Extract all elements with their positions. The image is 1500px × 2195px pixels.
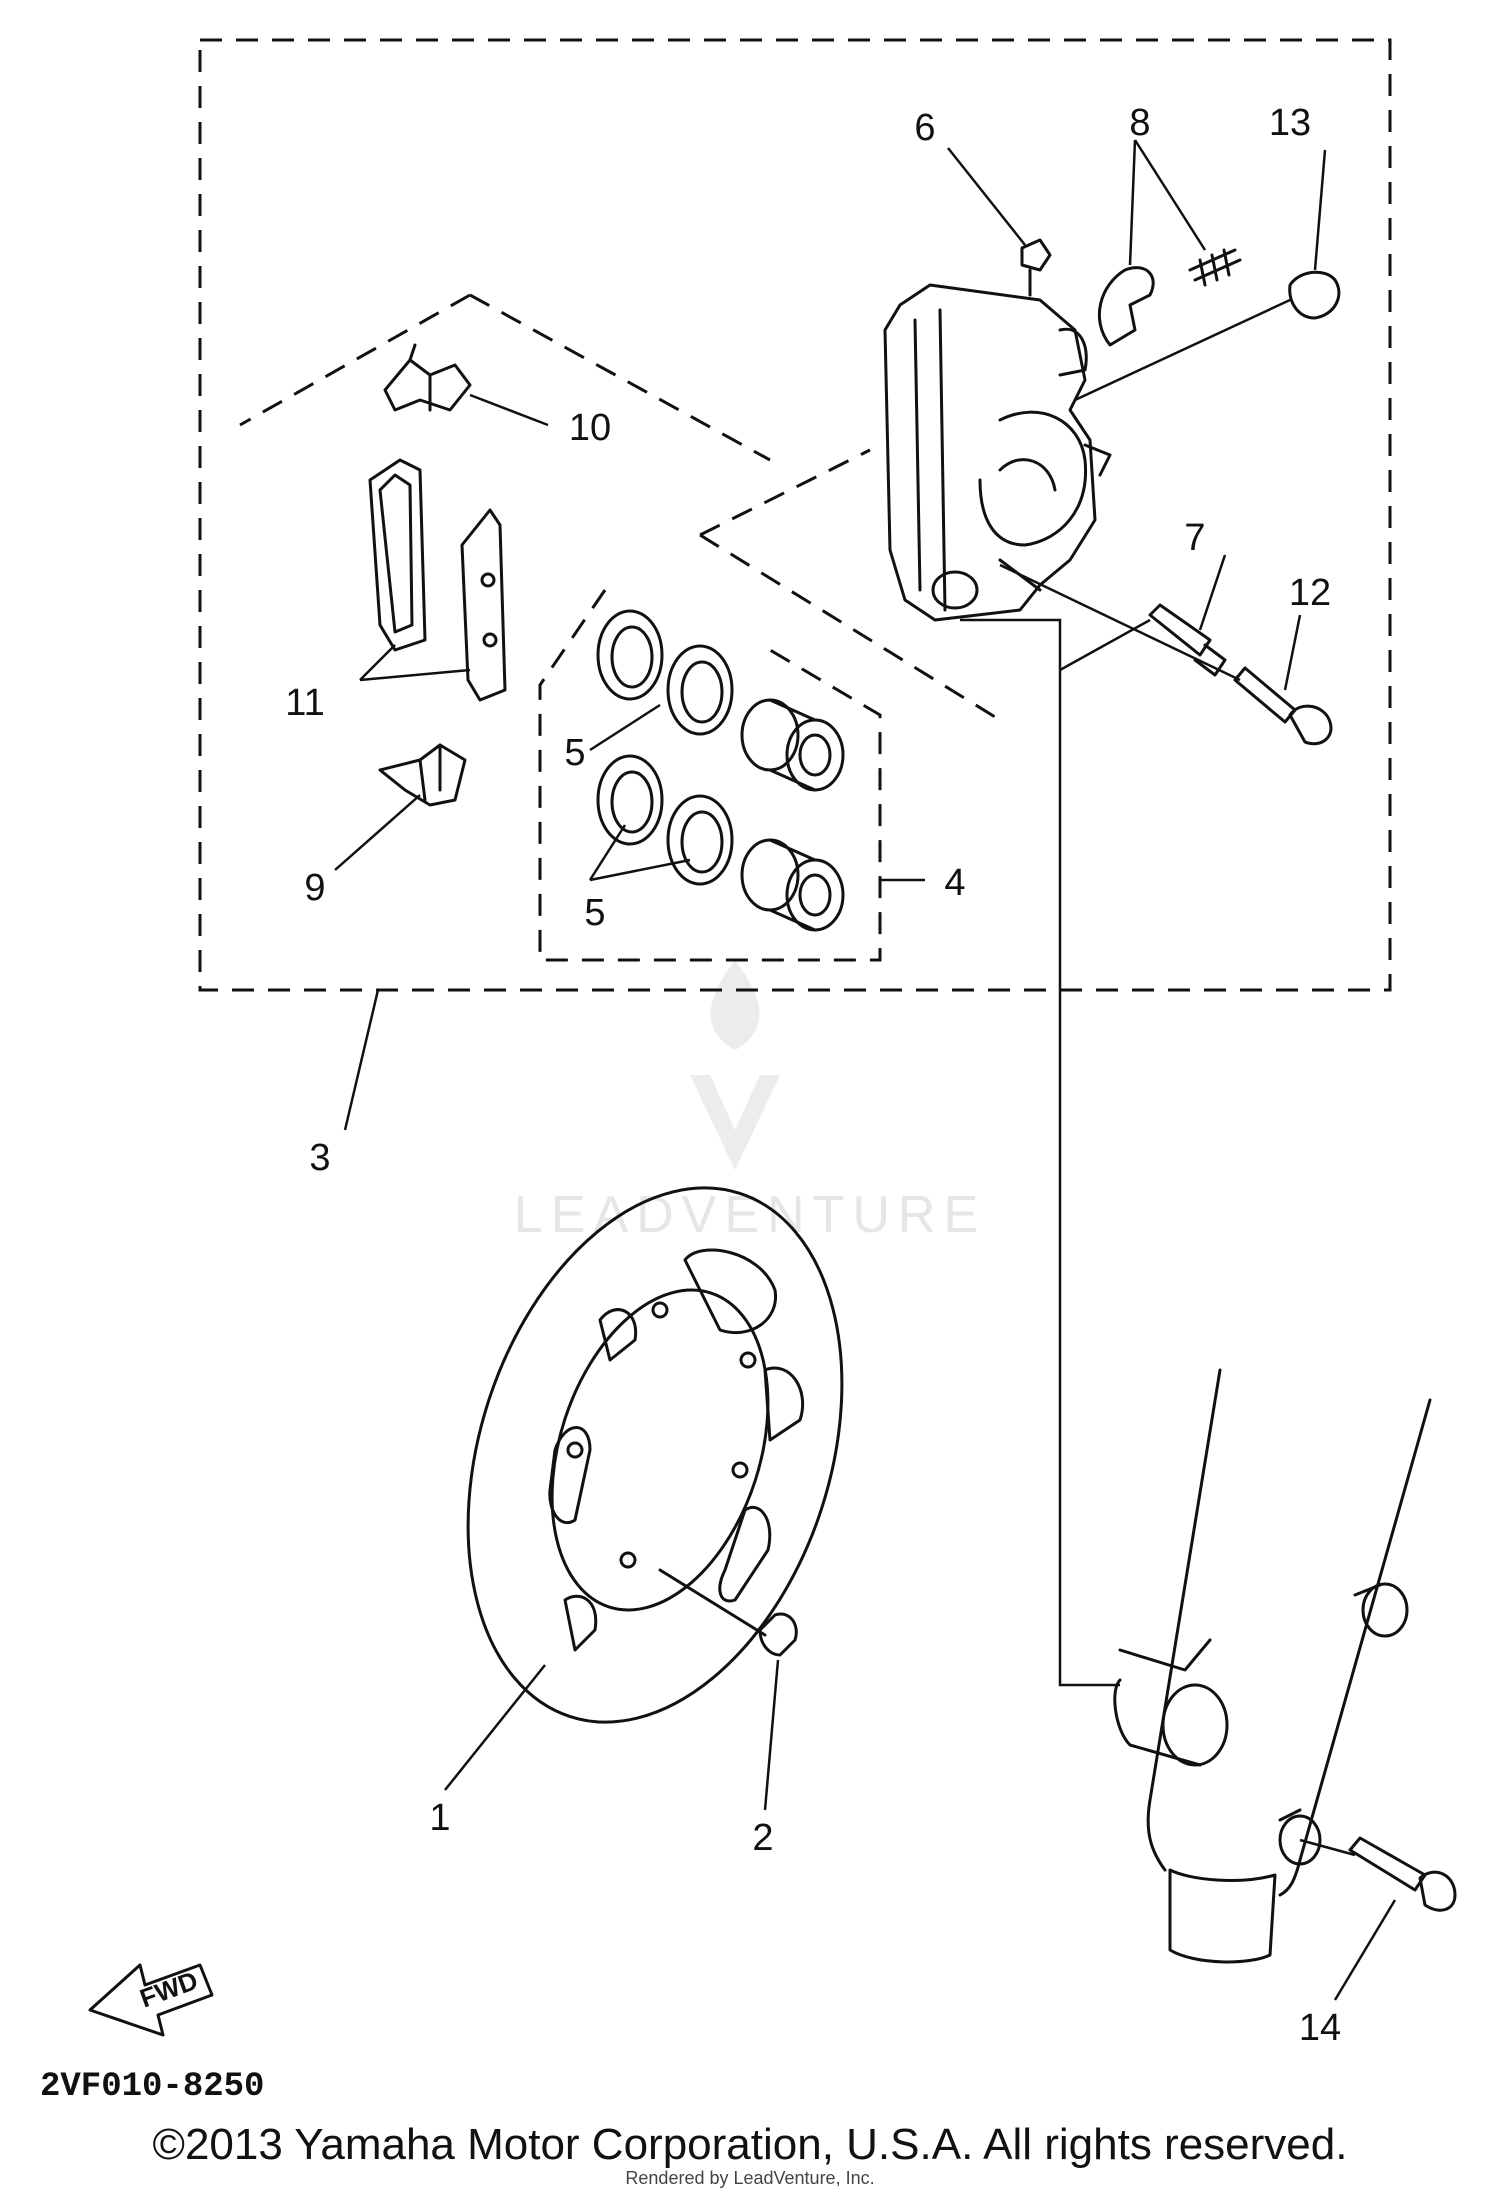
part-label-6: 6	[914, 107, 935, 149]
piston-2	[740, 838, 845, 932]
leader-11a	[359, 644, 396, 681]
piston-seal-3	[596, 754, 664, 846]
front-fork-leg	[1113, 1368, 1432, 1964]
part-label-14: 14	[1299, 2007, 1341, 2049]
leader-10	[469, 393, 549, 427]
part-label-2: 2	[752, 1817, 773, 1859]
leader-12	[1283, 614, 1302, 691]
brake-disc	[466, 1186, 844, 1724]
mounting-bolt	[1348, 1836, 1457, 1912]
bolt12-guide-line	[999, 563, 1241, 682]
disc-screw	[658, 1568, 798, 1657]
leader-13	[1313, 149, 1327, 271]
leader-5a	[589, 703, 661, 752]
rendered-by-notice: Rendered by LeadVenture, Inc.	[625, 2168, 875, 2188]
leader-7	[1198, 554, 1227, 631]
piston-seal-1	[596, 609, 664, 701]
watermark-text: LEADVENTURE	[514, 1186, 986, 1244]
part-label-13: 13	[1269, 102, 1311, 144]
leader-14	[1333, 1899, 1397, 2001]
caliper-bolt	[1233, 666, 1333, 746]
diagram-code: 2VF010-8250	[40, 2068, 264, 2106]
piston-seal-4	[666, 794, 734, 886]
caliper-mount-guide-line	[960, 618, 1120, 1687]
piston-kit-boundary	[538, 589, 882, 962]
pad-spring	[383, 343, 472, 412]
copyright-notice: ©2013 Yamaha Motor Corporation, U.S.A. A…	[152, 2120, 1348, 2169]
leader-5b	[588, 824, 627, 881]
leader-8b	[1133, 139, 1207, 251]
leader-1	[444, 1664, 546, 1791]
bleeder-screw	[1020, 238, 1052, 297]
part-label-9: 9	[304, 867, 325, 909]
leader-2	[763, 1659, 780, 1811]
part-label-7: 7	[1184, 517, 1205, 559]
caliper-body	[883, 283, 1112, 622]
part-label-5a: 5	[564, 732, 585, 774]
part-label-5b: 5	[584, 892, 605, 934]
pad-support	[378, 743, 467, 807]
forward-direction-arrow: FWD	[88, 1963, 214, 2037]
part-label-12: 12	[1289, 572, 1331, 614]
cap-guide-line	[1074, 298, 1291, 402]
brake-pad-1	[368, 458, 427, 652]
pad-group-guide	[239, 293, 471, 427]
leadventure-watermark: LEADVENTURE	[514, 960, 986, 1244]
leader-11b	[359, 668, 471, 682]
part-label-8: 8	[1129, 102, 1150, 144]
leader-8a	[1128, 139, 1137, 266]
part-label-1: 1	[429, 1797, 450, 1839]
pad-pin-and-clip	[1097, 248, 1242, 347]
part-label-3: 3	[309, 1137, 330, 1179]
part-label-11: 11	[285, 682, 324, 724]
brake-pad-2	[460, 508, 507, 702]
bolt-guide-line	[1299, 1838, 1356, 1857]
slide-pin-guide-line	[1059, 618, 1151, 672]
piston-1	[740, 698, 845, 792]
pad-group-guide-2	[469, 293, 771, 462]
piston-seal-2	[666, 644, 734, 736]
part-label-10: 10	[569, 407, 611, 449]
part-label-4: 4	[944, 862, 965, 904]
leader-6	[947, 147, 1026, 246]
leader-5c	[589, 858, 691, 882]
caliper-assembly-boundary	[198, 38, 1392, 992]
leader-9	[334, 794, 421, 871]
leader-3	[343, 989, 380, 1131]
pad-to-caliper-guide	[699, 448, 871, 537]
slide-pin	[1148, 603, 1227, 677]
pad-to-caliper-guide-2	[699, 533, 1001, 722]
fwd-label: FWD	[136, 1965, 202, 2013]
bleeder-cap	[1288, 270, 1341, 320]
